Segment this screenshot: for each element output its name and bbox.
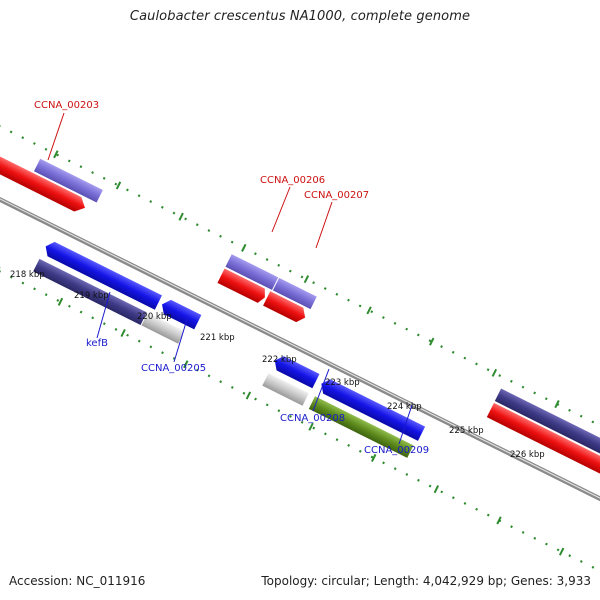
gene-ccna-00204[interactable] [42, 239, 163, 310]
ruler-tick-mark [245, 391, 252, 400]
ruler-label: 219 kbp [74, 291, 109, 301]
leader-line [312, 368, 330, 412]
ruler-tick-mark [53, 150, 59, 159]
ruler-label: 225 kbp [449, 426, 484, 436]
ruler-tick-mark [241, 243, 247, 252]
gene-ccna-00203[interactable] [33, 158, 103, 203]
ruler-tick-mark [429, 337, 435, 346]
gene-kefb[interactable] [33, 258, 147, 325]
gene-label-ccna-00207[interactable]: CCNA_00207 [304, 190, 369, 201]
gene-ccna-00208[interactable] [262, 373, 309, 406]
ruler-label: 226 kbp [510, 450, 545, 460]
ruler-tick-mark [303, 275, 310, 284]
genome-summary-text: Topology: circular; Length: 4,042,929 bp… [261, 574, 591, 588]
gene-ccna-00209-cds[interactable] [318, 377, 426, 441]
ruler-tick-mark [491, 368, 498, 377]
gene-ccna-00208-cds[interactable] [271, 353, 320, 389]
ruler-label: 224 kbp [387, 402, 422, 412]
ruler-label: 222 kbp [262, 355, 297, 365]
gene-right-edge[interactable] [494, 388, 600, 485]
gene-label-ccna-00203[interactable]: CCNA_00203 [34, 100, 99, 111]
genome-backbone [0, 170, 600, 541]
gene-label-ccna-00205[interactable]: CCNA_00205 [141, 363, 206, 374]
ruler-label: 220 kbp [137, 312, 172, 322]
ruler-tick-mark [120, 328, 126, 338]
gene-label-kefb[interactable]: kefB [86, 338, 108, 349]
ruler-tick-mark [178, 212, 184, 221]
gene-ccna-00205[interactable] [141, 312, 185, 344]
leader-line [47, 112, 65, 161]
ruler-tick-mark [554, 400, 560, 409]
ruler-label: 218 kbp [10, 270, 45, 280]
ruler-tick-mark [433, 485, 440, 494]
gene-ccna-00207-cds[interactable] [263, 291, 309, 325]
gene-ccna-00207[interactable] [272, 277, 317, 310]
gene-ccna-00204b[interactable] [158, 297, 202, 330]
gene-ccna-00206-cds[interactable] [217, 268, 268, 305]
ruler-tick-mark [115, 181, 122, 190]
ruler-tick-mark [183, 360, 189, 369]
ruler-tick-mark [496, 516, 502, 525]
ruler-tick-mark [366, 306, 372, 315]
ruler-tick-mark [558, 547, 565, 556]
gene-ccna-00203-cds[interactable] [0, 156, 89, 215]
gene-label-ccna-00208[interactable]: CCNA_00208 [280, 413, 345, 424]
ruler-label: 221 kbp [200, 333, 235, 343]
gene-ccna-00209[interactable] [308, 396, 414, 458]
gene-right-edge-cds[interactable] [486, 402, 600, 501]
map-title: Caulobacter crescentus NA1000, complete … [129, 9, 471, 24]
gene-ccna-00206[interactable] [225, 254, 279, 290]
ruler-tick-mark [57, 297, 64, 306]
leader-line [96, 291, 111, 339]
ruler-label: 223 kbp [325, 378, 360, 388]
ruler-tick-mark [371, 453, 377, 462]
gene-label-ccna-00209[interactable]: CCNA_00209 [364, 445, 429, 456]
ruler-tick-mark [308, 422, 314, 431]
leader-line [315, 201, 333, 249]
leader-line [398, 404, 413, 445]
leader-line [271, 186, 291, 233]
accession-text: Accession: NC_011916 [9, 574, 146, 588]
gene-label-ccna-00206[interactable]: CCNA_00206 [260, 175, 325, 186]
leader-line [173, 315, 189, 363]
